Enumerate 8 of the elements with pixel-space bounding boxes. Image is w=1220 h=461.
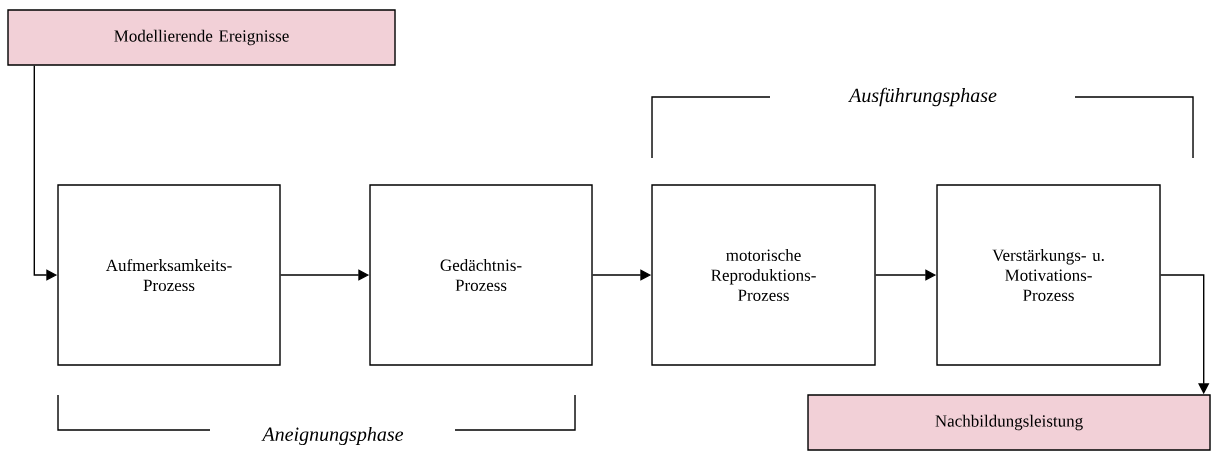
process-box: motorische Reproduktions- Prozess xyxy=(651,184,876,366)
event-box: Modellierende Ereignisse xyxy=(7,9,396,66)
process-box: Gedächtnis- Prozess xyxy=(369,184,593,366)
process-box: Aufmerksamkeits- Prozess xyxy=(57,184,281,366)
event-box: Nachbildungsleistung xyxy=(807,394,1211,451)
phase-label: Ausführungsphase xyxy=(848,87,997,107)
process-box: Verstärkungs- u. Motivations- Prozess xyxy=(936,184,1161,366)
phase-label: Aneignungsphase xyxy=(261,426,404,446)
